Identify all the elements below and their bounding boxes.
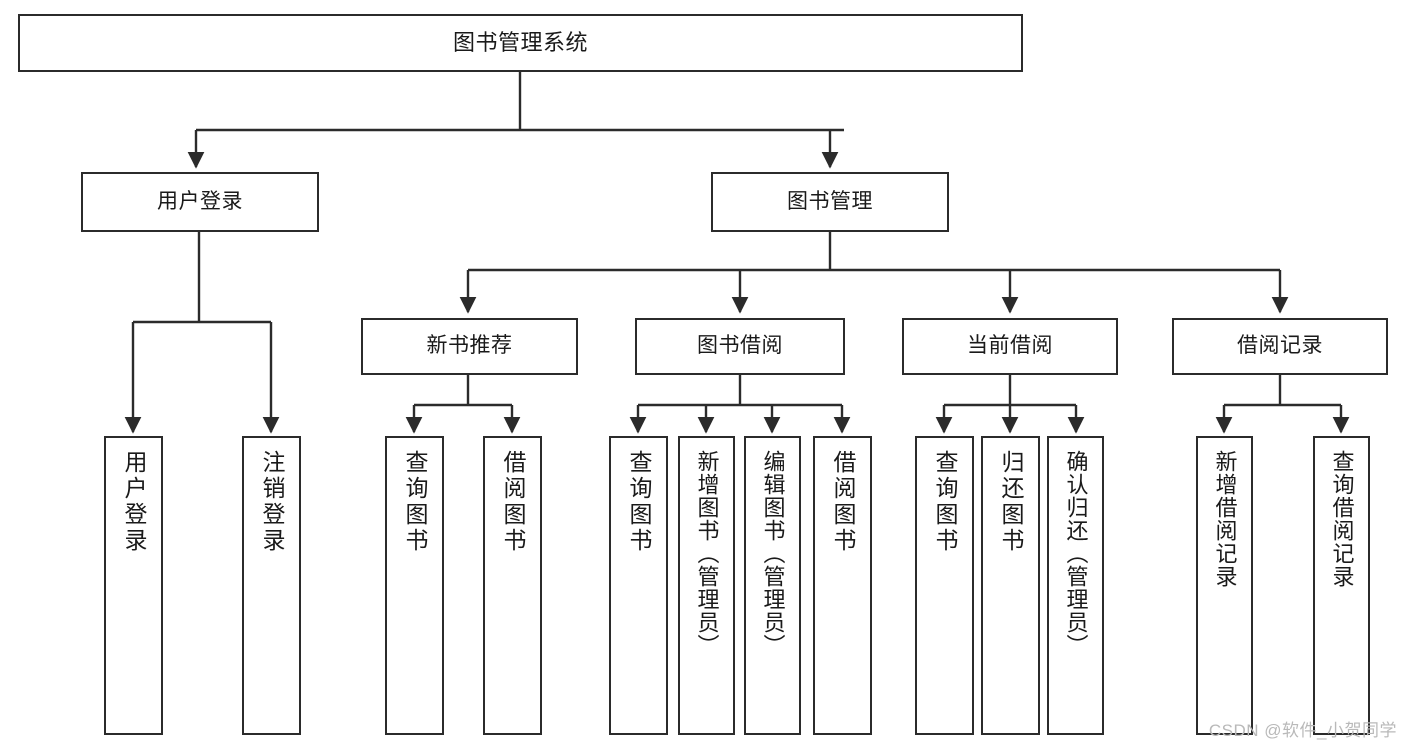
- node-label: 用户登录: [121, 450, 147, 554]
- node-label: 查询图书: [402, 450, 428, 554]
- node-leaf-return-book[interactable]: 归还图书: [981, 436, 1040, 735]
- node-label: 借阅图书: [830, 450, 856, 554]
- node-label: 归还图书: [998, 450, 1024, 554]
- node-leaf-borrow-book[interactable]: 借阅图书: [813, 436, 872, 735]
- node-leaf-query-book-recommend[interactable]: 查询图书: [385, 436, 444, 735]
- node-label: 借阅记录: [1237, 334, 1323, 358]
- watermark-csdn: CSDN @软件_小贺同学: [1208, 721, 1397, 740]
- node-label: 图书借阅: [697, 334, 783, 358]
- node-label: 图书管理: [787, 189, 873, 213]
- node-leaf-query-borrow-record[interactable]: 查询借阅记录: [1313, 436, 1370, 735]
- node-root-system[interactable]: 图书管理系统: [18, 14, 1023, 72]
- node-label: 查询借阅记录: [1329, 450, 1355, 588]
- node-label: 查询图书: [932, 450, 958, 554]
- node-label: 借阅图书: [500, 450, 526, 554]
- node-label: 确认归还（管理员）: [1063, 450, 1089, 657]
- node-leaf-borrow-book-recommend[interactable]: 借阅图书: [483, 436, 542, 735]
- node-borrow-record[interactable]: 借阅记录: [1172, 318, 1388, 375]
- node-label: 当前借阅: [967, 334, 1053, 358]
- node-current-borrow[interactable]: 当前借阅: [902, 318, 1118, 375]
- node-label: 新书推荐: [426, 334, 513, 358]
- node-user-login[interactable]: 用户登录: [81, 172, 319, 232]
- node-leaf-edit-book-admin[interactable]: 编辑图书（管理员）: [744, 436, 801, 735]
- node-leaf-add-borrow-record[interactable]: 新增借阅记录: [1196, 436, 1253, 735]
- node-book-borrow[interactable]: 图书借阅: [635, 318, 845, 375]
- node-label: 新增借阅记录: [1212, 450, 1238, 588]
- node-leaf-confirm-return-admin[interactable]: 确认归还（管理员）: [1047, 436, 1104, 735]
- node-new-book-recommend[interactable]: 新书推荐: [361, 318, 578, 375]
- node-label: 注销登录: [259, 450, 285, 554]
- node-leaf-add-book-admin[interactable]: 新增图书（管理员）: [678, 436, 735, 735]
- node-leaf-user-login[interactable]: 用户登录: [104, 436, 163, 735]
- node-label: 编辑图书（管理员）: [760, 450, 786, 657]
- node-leaf-logout[interactable]: 注销登录: [242, 436, 301, 735]
- node-label: 图书管理系统: [452, 30, 588, 56]
- node-leaf-query-book-borrow[interactable]: 查询图书: [609, 436, 668, 735]
- node-book-manage[interactable]: 图书管理: [711, 172, 949, 232]
- node-label: 用户登录: [157, 189, 243, 213]
- node-label: 查询图书: [626, 450, 652, 554]
- node-label: 新增图书（管理员）: [694, 450, 720, 657]
- node-leaf-query-book-current[interactable]: 查询图书: [915, 436, 974, 735]
